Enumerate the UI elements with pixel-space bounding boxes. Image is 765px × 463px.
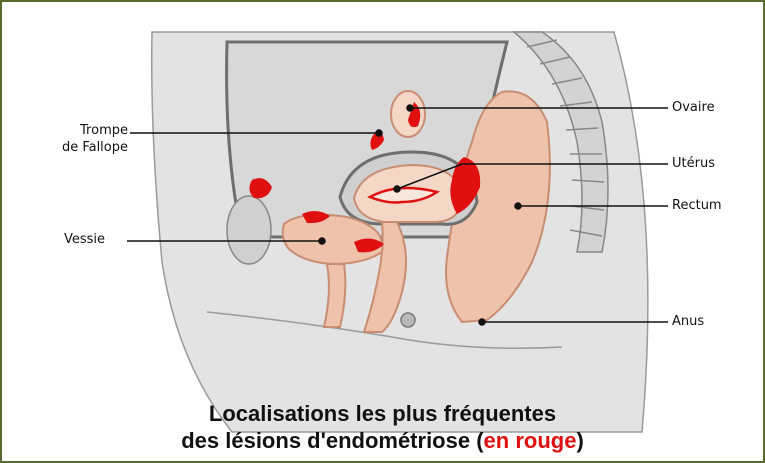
- label-ovaire: Ovaire: [672, 99, 715, 116]
- anus-shape: [401, 313, 415, 327]
- caption-line1: Localisations les plus fréquentes: [2, 400, 763, 427]
- label-rectum: Rectum: [672, 197, 722, 214]
- label-trompe-line1: Trompe: [40, 122, 128, 139]
- label-trompe: Trompe de Fallope: [40, 122, 128, 156]
- caption-line2-suffix: ): [576, 428, 583, 453]
- caption-line2-prefix: des lésions d'endométriose (: [181, 428, 483, 453]
- label-uterus: Utérus: [672, 155, 715, 172]
- pubic-bone: [227, 196, 271, 264]
- diagram-caption: Localisations les plus fréquentes des lé…: [2, 400, 763, 454]
- label-vessie: Vessie: [64, 231, 105, 248]
- caption-highlight: en rouge: [484, 428, 577, 453]
- label-trompe-line2: de Fallope: [40, 139, 128, 156]
- label-anus: Anus: [672, 313, 704, 330]
- caption-line2: des lésions d'endométriose (en rouge): [2, 427, 763, 454]
